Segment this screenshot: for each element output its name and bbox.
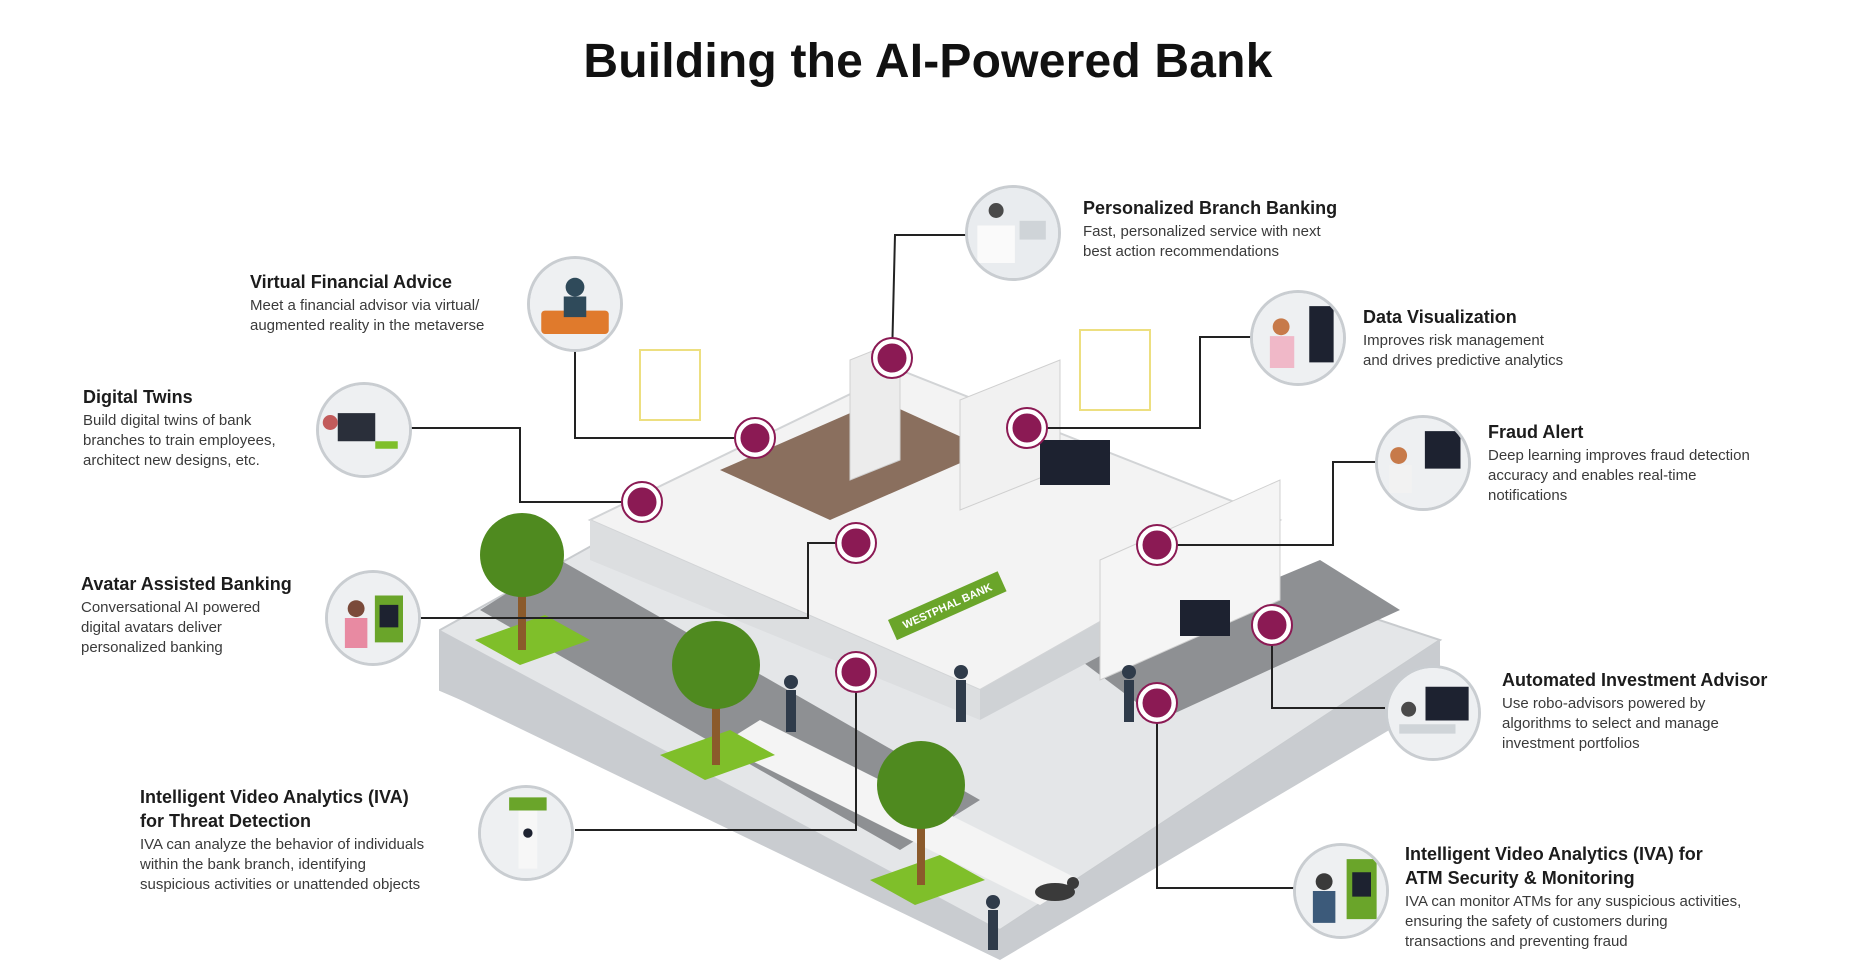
callout-twins-body-2: branches to train employees,: [83, 432, 276, 449]
ground-plate-edge: [440, 630, 1440, 960]
thumb-threat: [478, 785, 574, 881]
dashboard-screen-2: [1180, 600, 1230, 636]
dog: [1035, 877, 1079, 901]
callout-invest: Automated Investment Advisor Use robo-ad…: [1502, 668, 1832, 754]
callout-fraud-body-3: notifications: [1488, 487, 1568, 504]
callout-atm: Intelligent Video Analytics (IVA) for AT…: [1405, 842, 1845, 952]
marker-branch: [872, 338, 912, 378]
person-walking: [986, 895, 1000, 950]
callout-invest-heading: Automated Investment Advisor: [1502, 670, 1768, 690]
thumb-virtual: [527, 256, 623, 352]
callout-threat: Intelligent Video Analytics (IVA) for Th…: [140, 785, 480, 895]
callout-threat-body-3: suspicious activities or unattended obje…: [140, 876, 421, 893]
person-1: [784, 675, 798, 732]
callout-atm-heading-1: Intelligent Video Analytics (IVA) for: [1405, 844, 1703, 864]
callout-invest-body-3: investment portfolios: [1502, 735, 1640, 752]
line-threat: [575, 672, 857, 831]
callout-invest-body-1: Use robo-advisors powered by: [1502, 695, 1706, 712]
thumb-invest: [1385, 665, 1481, 761]
connector-lines: [410, 234, 1385, 889]
callout-avatar-heading: Avatar Assisted Banking: [81, 574, 292, 594]
thumb-avatar: [325, 570, 421, 666]
callout-dataviz-body-2: and drives predictive analytics: [1363, 352, 1564, 369]
person-2: [954, 665, 968, 722]
hologram-chart: [1079, 329, 1151, 411]
tree-1: [475, 513, 590, 665]
thumb-atm: [1293, 843, 1389, 939]
callout-virtual-heading: Virtual Financial Advice: [250, 272, 453, 292]
callout-twins-body-1: Build digital twins of bank: [83, 412, 252, 429]
callout-atm-body-3: transactions and preventing fraud: [1405, 933, 1628, 950]
callout-fraud: Fraud Alert Deep learning improves fraud…: [1488, 420, 1818, 506]
line-atm: [1156, 703, 1295, 889]
callout-twins-heading: Digital Twins: [83, 387, 193, 407]
callout-dataviz: Data Visualization Improves risk managem…: [1363, 305, 1663, 371]
thumb-fraud: [1375, 415, 1471, 511]
thumb-branch: [965, 185, 1061, 281]
thumb-twins: [316, 382, 412, 478]
person-3: [1122, 665, 1136, 722]
callout-twins: Digital Twins Build digital twins of ban…: [83, 385, 313, 471]
callout-atm-body-1: IVA can monitor ATMs for any suspicious …: [1405, 893, 1742, 910]
marker-invest: [1252, 605, 1292, 645]
callout-virtual-body-1: Meet a financial advisor via virtual/: [250, 297, 480, 314]
callout-threat-body-1: IVA can analyze the behavior of individu…: [140, 836, 425, 853]
line-fraud: [1157, 461, 1378, 546]
callout-fraud-body-1: Deep learning improves fraud detection: [1488, 447, 1750, 464]
callout-virtual: Virtual Financial Advice Meet a financia…: [250, 270, 540, 336]
callout-twins-body-3: architect new designs, etc.: [83, 452, 260, 469]
road-right: [1080, 560, 1400, 720]
marker-virtual: [735, 418, 775, 458]
marker-atm: [1137, 683, 1177, 723]
callout-virtual-body-2: augmented reality in the metaverse: [250, 317, 485, 334]
tree-3: [870, 741, 985, 905]
callout-avatar-body-1: Conversational AI powered: [81, 599, 261, 616]
callout-atm-heading-2: ATM Security & Monitoring: [1405, 868, 1635, 888]
tree-2: [660, 621, 775, 780]
callout-branch-heading: Personalized Branch Banking: [1083, 198, 1338, 218]
callout-threat-heading-2: for Threat Detection: [140, 811, 312, 831]
marker-avatar: [836, 523, 876, 563]
callout-dataviz-body-1: Improves risk management: [1363, 332, 1544, 349]
callout-fraud-heading: Fraud Alert: [1488, 422, 1584, 442]
marker-threat: [836, 652, 876, 692]
interior-wall-3: [1099, 479, 1281, 681]
dashboard-screen: [1040, 440, 1110, 485]
marker-fraud: [1137, 525, 1177, 565]
line-twins: [410, 427, 642, 503]
hologram-chart-2: [639, 349, 701, 421]
callout-invest-body-2: algorithms to select and manage: [1502, 715, 1719, 732]
callout-dataviz-heading: Data Visualization: [1363, 307, 1517, 327]
callout-avatar: Avatar Assisted Banking Conversational A…: [81, 572, 326, 658]
callout-fraud-body-2: accuracy and enables real-time: [1488, 467, 1697, 484]
callout-avatar-body-3: personalized banking: [81, 639, 223, 656]
line-branch: [891, 234, 975, 359]
callout-branch-body-1: Fast, personalized service with next: [1083, 223, 1321, 240]
callout-branch: Personalized Branch Banking Fast, person…: [1083, 196, 1383, 262]
line-dataviz: [1027, 336, 1255, 429]
line-invest: [1271, 625, 1385, 709]
markers: [622, 338, 1292, 723]
thumb-dataviz: [1250, 290, 1346, 386]
marker-dataviz: [1007, 408, 1047, 448]
page-title: Building the AI-Powered Bank: [583, 35, 1273, 88]
callout-threat-heading-1: Intelligent Video Analytics (IVA): [140, 787, 409, 807]
callout-atm-body-2: ensuring the safety of customers during: [1405, 913, 1668, 930]
line-avatar: [420, 542, 856, 619]
callout-branch-body-2: best action recommendations: [1083, 243, 1279, 260]
building-front-wall: [590, 520, 980, 720]
callout-threat-body-2: within the bank branch, identifying: [140, 856, 366, 873]
marker-twins: [622, 482, 662, 522]
line-virtual: [574, 350, 755, 439]
callout-avatar-body-2: digital avatars deliver: [81, 619, 222, 636]
